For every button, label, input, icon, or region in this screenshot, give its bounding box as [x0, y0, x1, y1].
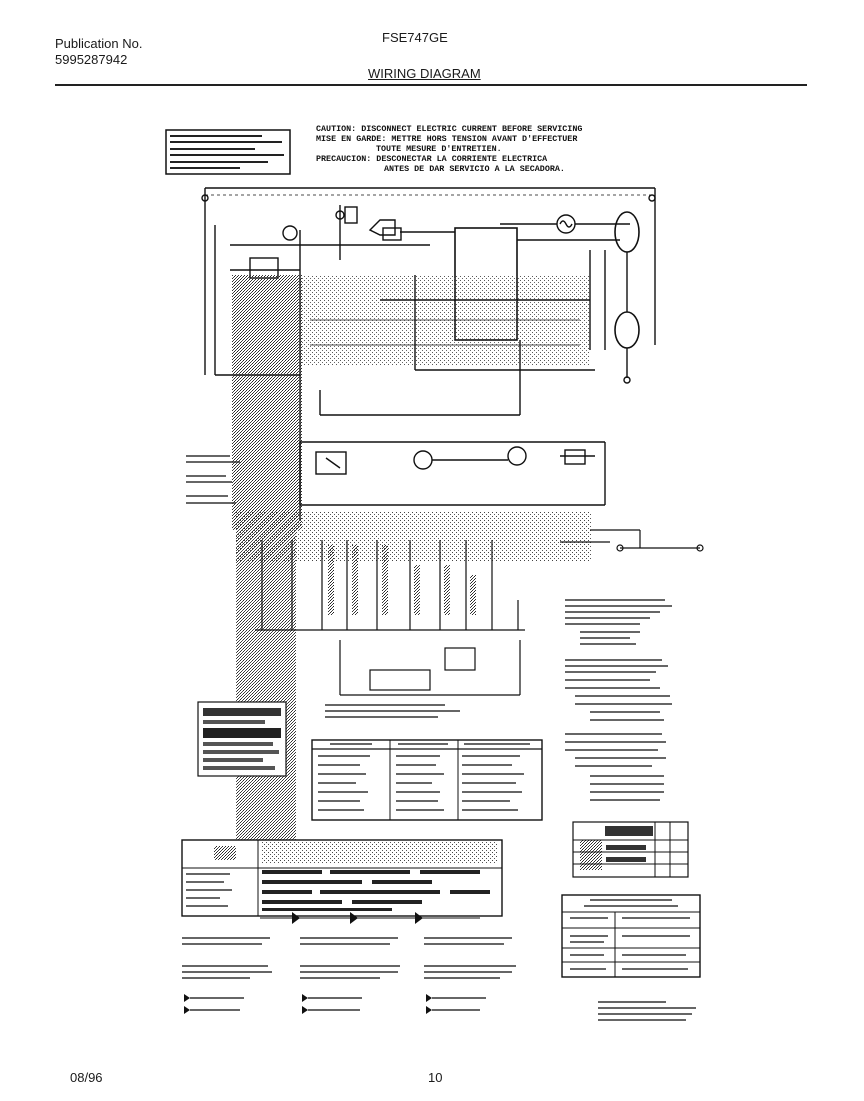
caution-line-2: MISE EN GARDE: METTRE HORS TENSION AVANT… — [316, 134, 578, 144]
diagram-caption — [325, 704, 460, 718]
switch-chart-small — [572, 821, 689, 878]
specification-table — [561, 894, 701, 1021]
footer-date: 08/96 — [70, 1070, 103, 1085]
timer-sequence-chart — [181, 839, 503, 924]
wire-harness-bundle — [232, 275, 591, 880]
publication-label: Publication No. — [55, 36, 143, 51]
page-number: 10 — [428, 1070, 443, 1085]
caution-line-3: TOUTE MESURE D'ENTRETIEN. — [376, 144, 502, 154]
right-terminal-circuit — [560, 529, 704, 552]
page-title: WIRING DIAGRAM — [368, 66, 481, 81]
bottom-notes — [182, 937, 516, 1011]
caution-line-4: PRECAUCION: DESCONECTAR LA CORRIENTE ELE… — [316, 154, 548, 164]
caution-line-5: ANTES DE DAR SERVICIO A LA SECADORA. — [384, 164, 565, 174]
vertical-wire-labels — [268, 545, 476, 615]
upper-label-box — [165, 129, 291, 175]
model-number: FSE747GE — [382, 30, 448, 45]
caution-block: CAUTION: DISCONNECT ELECTRIC CURRENT BEF… — [316, 124, 582, 174]
notes-column — [565, 599, 672, 801]
publication-number: 5995287942 — [55, 52, 128, 67]
warning-label-box — [197, 701, 287, 777]
header-rule — [55, 84, 807, 86]
bottom-note-arrows — [184, 994, 432, 1014]
caution-line-1: CAUTION: DISCONNECT ELECTRIC CURRENT BEF… — [316, 124, 582, 134]
motor-circuit — [299, 441, 606, 506]
legend-table — [311, 739, 543, 821]
vertical-wire-runs — [255, 540, 525, 696]
left-annotations — [186, 455, 240, 504]
